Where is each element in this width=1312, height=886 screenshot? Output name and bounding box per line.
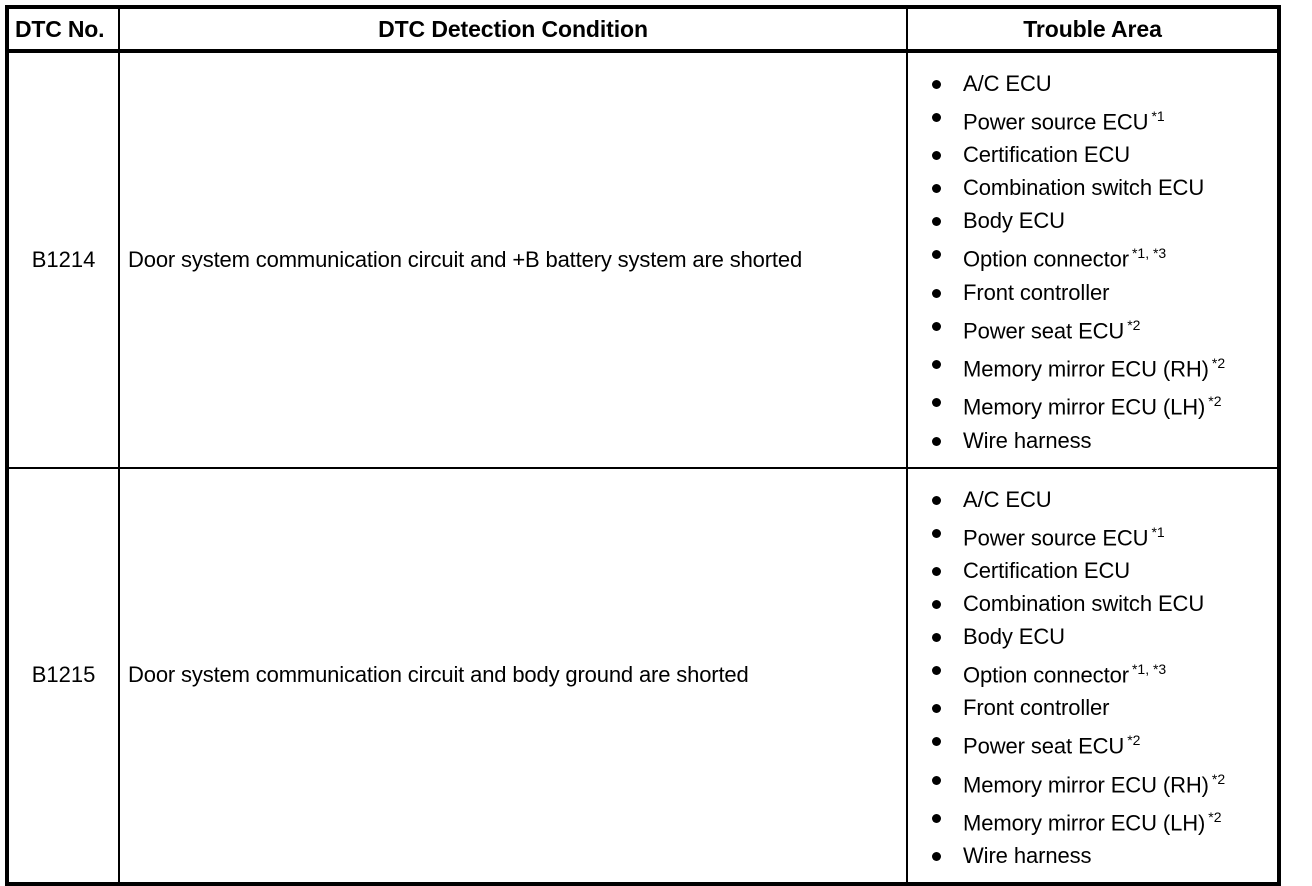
trouble-area-item: Certification ECU: [908, 138, 1277, 171]
trouble-area-item: Option connector*1, *3: [908, 237, 1277, 275]
trouble-area-item: Memory mirror ECU (LH)*2: [908, 801, 1277, 839]
table-header-row: DTC No. DTC Detection Condition Trouble …: [6, 6, 1280, 53]
footnote-marker: *1: [1151, 523, 1165, 540]
cell-detection-condition: Door system communication circuit and +B…: [118, 50, 908, 469]
trouble-area-item: Body ECU: [908, 204, 1277, 237]
footnote-marker: *2: [1208, 808, 1222, 825]
bullet-icon: [932, 398, 941, 408]
trouble-area-label: A/C ECU: [963, 71, 1052, 96]
trouble-area-label: Wire harness: [963, 427, 1092, 453]
trouble-area-label: Certification ECU: [963, 142, 1131, 168]
trouble-area-item: Front controller: [908, 276, 1277, 309]
trouble-area-label: Wire harness: [963, 843, 1092, 869]
bullet-icon: [932, 528, 941, 538]
column-header-detection-condition: DTC Detection Condition: [118, 6, 908, 53]
bullet-icon: [932, 704, 941, 714]
trouble-area-label: Memory mirror ECU (RH): [963, 356, 1209, 382]
trouble-area-item: Body ECU: [908, 620, 1277, 653]
table-header: DTC No. DTC Detection Condition Trouble …: [6, 6, 1280, 53]
bullet-icon: [932, 813, 941, 823]
trouble-area-item: Memory mirror ECU (RH)*2: [908, 347, 1277, 385]
footnote-marker: *1, *3: [1131, 245, 1167, 262]
bullet-icon: [932, 359, 941, 369]
trouble-area-label: Certification ECU: [963, 557, 1131, 583]
bullet-icon: [932, 321, 941, 331]
bullet-icon: [932, 288, 941, 298]
bullet-icon: [932, 495, 941, 505]
footnote-marker: *2: [1211, 770, 1226, 787]
trouble-area-item: A/C ECU: [908, 67, 1277, 100]
trouble-area-label: Power source ECU: [963, 109, 1149, 135]
trouble-area-item: Certification ECU: [908, 554, 1277, 587]
bullet-icon: [932, 113, 941, 122]
bullet-icon: [932, 775, 941, 785]
trouble-area-item: Option connector*1, *3: [908, 653, 1277, 691]
bullet-icon: [932, 632, 941, 642]
trouble-area-item: Combination switch ECU: [908, 171, 1277, 204]
document-page: DTC No. DTC Detection Condition Trouble …: [5, 5, 1281, 886]
trouble-area-label: Combination switch ECU: [963, 175, 1205, 201]
footnote-marker: *2: [1208, 393, 1222, 410]
trouble-area-item: Combination switch ECU: [908, 587, 1277, 620]
cell-detection-condition: Door system communication circuit and bo…: [118, 466, 908, 886]
trouble-area-label: Body ECU: [963, 208, 1065, 234]
trouble-area-item: Memory mirror ECU (LH)*2: [908, 385, 1277, 423]
footnote-marker: *1, *3: [1131, 660, 1167, 677]
bullet-icon: [932, 852, 941, 862]
trouble-area-label: Option connector: [963, 662, 1129, 688]
footnote-marker: *2: [1127, 316, 1141, 333]
trouble-area-label: Memory mirror ECU (LH): [963, 394, 1206, 420]
cell-dtc-no: B1214: [6, 50, 120, 469]
trouble-area-label: Combination switch ECU: [963, 590, 1205, 616]
bullet-icon: [932, 599, 941, 609]
trouble-area-label: Front controller: [963, 279, 1110, 305]
bullet-icon: [932, 217, 941, 227]
trouble-area-label: A/C ECU: [963, 486, 1052, 512]
bullet-icon: [932, 566, 941, 576]
footnote-marker: *2: [1211, 354, 1226, 371]
bullet-icon: [932, 184, 941, 194]
trouble-area-item: Power source ECU*1: [908, 516, 1277, 554]
trouble-area-item: Memory mirror ECU (RH)*2: [908, 763, 1277, 801]
trouble-area-item: Power seat ECU*2: [908, 309, 1277, 347]
trouble-area-item: A/C ECU: [908, 483, 1277, 516]
trouble-area-label: Body ECU: [963, 623, 1065, 649]
bullet-icon: [932, 80, 941, 89]
trouble-area-label: Power source ECU: [963, 524, 1149, 550]
trouble-area-label: Power seat ECU: [963, 733, 1125, 759]
footnote-marker: *1: [1151, 108, 1165, 124]
trouble-area-item: Power seat ECU*2: [908, 724, 1277, 762]
bullet-icon: [932, 436, 941, 446]
trouble-area-item: Front controller: [908, 691, 1277, 724]
trouble-area-item: Wire harness: [908, 424, 1277, 457]
column-header-trouble-area: Trouble Area: [906, 6, 1280, 53]
footnote-marker: *2: [1127, 732, 1141, 749]
bullet-icon: [932, 151, 941, 161]
bullet-icon: [932, 665, 941, 675]
bullet-icon: [932, 737, 941, 747]
trouble-area-label: Memory mirror ECU (RH): [963, 771, 1209, 797]
trouble-area-item: Wire harness: [908, 839, 1277, 872]
bullet-icon: [932, 250, 941, 260]
trouble-area-label: Power seat ECU: [963, 317, 1125, 343]
cell-dtc-no: B1215: [6, 466, 120, 886]
column-header-dtc-no: DTC No.: [6, 6, 120, 53]
trouble-area-label: Memory mirror ECU (LH): [963, 810, 1206, 836]
trouble-area-label: Front controller: [963, 695, 1110, 721]
trouble-area-item: Power source ECU*1: [908, 100, 1277, 138]
trouble-area-label: Option connector: [963, 246, 1129, 272]
dtc-trouble-area-table: DTC No. DTC Detection Condition Trouble …: [5, 5, 1281, 886]
